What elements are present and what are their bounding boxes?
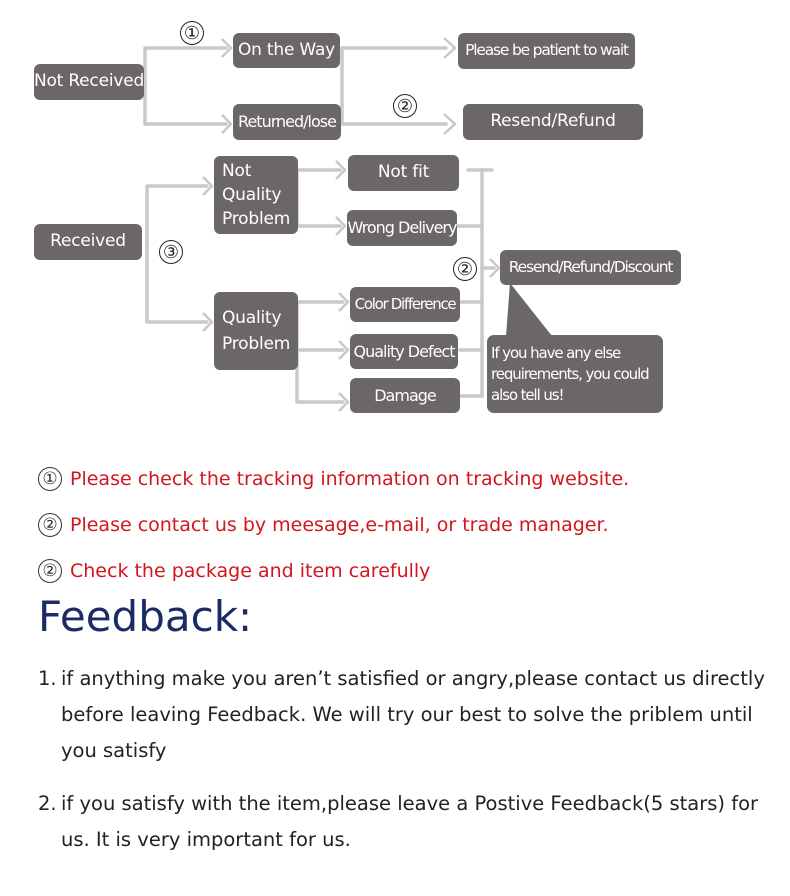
step-2-marker: ② [393,94,417,118]
note-text: Please check the tracking information on… [70,468,630,490]
step-2-marker-right: ② [453,257,477,281]
note-marker: ① [38,467,62,491]
notes-list: ① Please check the tracking information … [38,456,629,594]
node-quality-defect: Quality Defect [350,334,458,369]
node-on-the-way: On the Way [233,33,340,68]
feedback-title: Feedback: [38,592,253,641]
note-marker: ② [38,513,62,537]
feedback-item-text: if anything make you aren’t satisfied or… [61,667,765,762]
note-marker: ② [38,559,62,583]
feedback-item-text: if you satisfy with the item,please leav… [61,792,759,851]
node-wrong-delivery: Wrong Delivery [347,210,457,246]
speech-bubble-tail [506,283,552,336]
note-item: ① Please check the tracking information … [38,456,629,502]
note-text: Check the package and item carefully [70,560,431,582]
feedback-item-number: 2. [38,792,57,815]
flow-connectors [143,37,663,413]
note-item: ② Please contact us by meesage,e-mail, o… [38,502,629,548]
node-please-be-patient: Please be patient to wait [458,33,635,69]
note-text: Please contact us by meesage,e-mail, or … [70,514,609,536]
step-3-marker: ③ [159,240,183,264]
feedback-item-number: 1. [38,667,57,690]
node-received: Received [34,224,142,260]
arrow-heads [202,37,501,412]
node-not-fit: Not fit [348,155,459,191]
node-resend-refund-discount: Resend/Refund/Discount [500,250,681,285]
node-quality-problem: Quality Problem [214,292,298,370]
speech-bubble [487,335,663,413]
node-color-difference: Color Difference [350,287,460,322]
node-returned-lose: Returned/lose [233,104,341,140]
feedback-item: 1. if anything make you aren’t satisfied… [38,661,783,769]
step-1-marker: ① [180,21,204,45]
node-not-received: Not Received [34,64,144,100]
node-resend-refund: Resend/Refund [463,104,643,140]
feedback-list: 1. if anything make you aren’t satisfied… [38,661,783,858]
node-damage: Damage [350,378,460,413]
feedback-item: 2. if you satisfy with the item,please l… [38,786,783,858]
note-item: ② Check the package and item carefully [38,548,629,594]
bubble-text: If you have any else requirements, you c… [491,344,650,404]
node-not-quality-problem: Not Quality Problem [214,156,298,234]
